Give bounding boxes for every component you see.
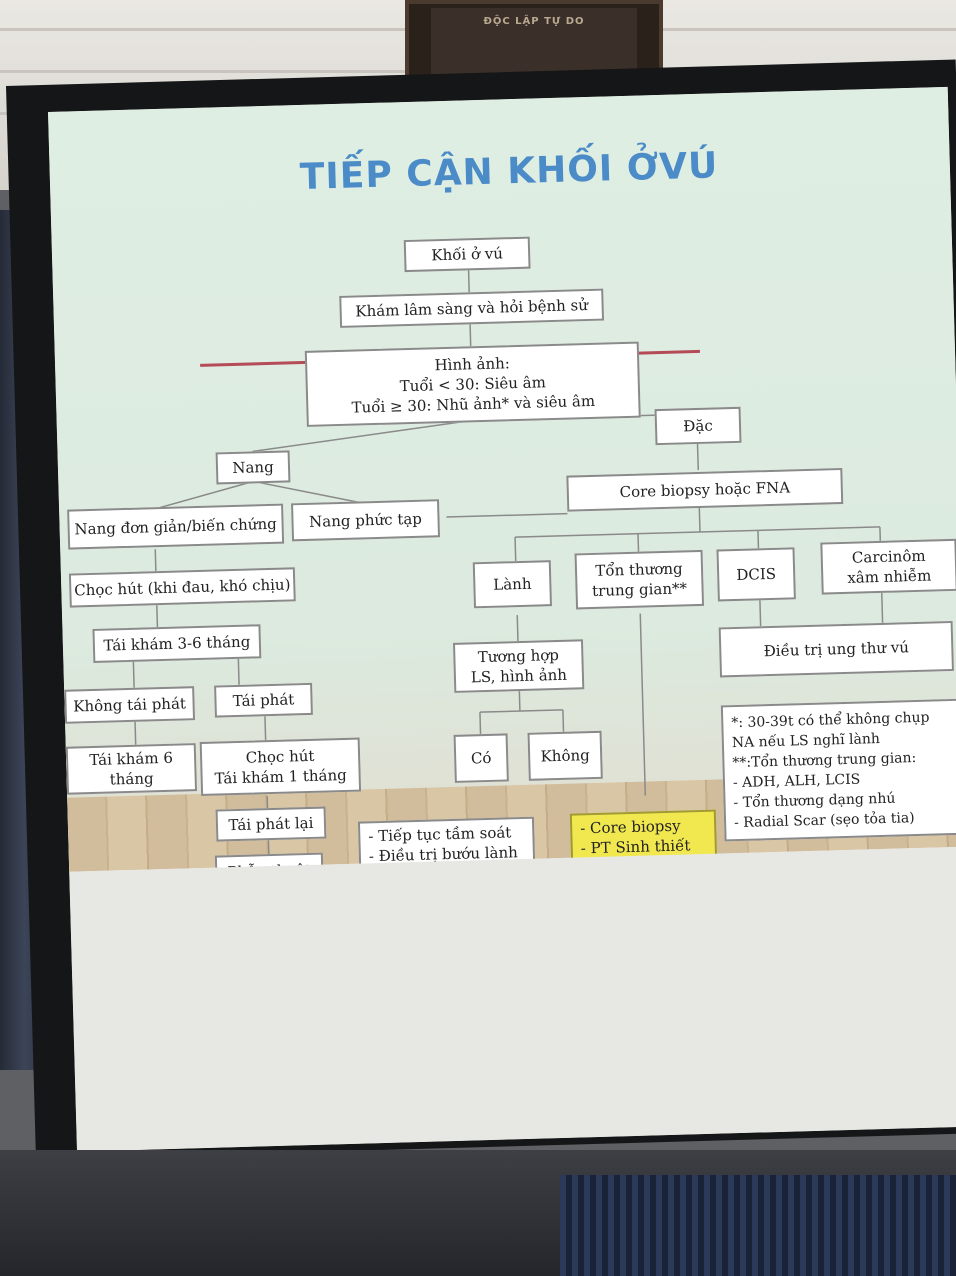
node-nang: Nang [215, 450, 291, 485]
node-co: Có [453, 733, 509, 783]
node-dieu-tri-ung-thu-vu: Điều trị ung thư vú [718, 620, 954, 678]
node-tuong-hop-ls-hinh-anh: Tương hợp LS, hình ảnh [452, 639, 585, 693]
node-tai-phat-lai: Tái phát lại [215, 806, 327, 842]
node-dcis: DCIS [716, 547, 796, 602]
node-lanh: Lành [472, 560, 552, 609]
node-carcinom-xam-nhiem: Carcinôm xâm nhiễm [820, 538, 956, 595]
node-hinh-anh: Hình ảnh: Tuổi < 30: Siêu âm Tuổi ≥ 30: … [304, 341, 641, 427]
node-choc-hut-tai-kham-1-thang: Chọc hút Tái khám 1 tháng [199, 737, 362, 796]
node-core-biopsy-fna: Core biopsy hoặc FNA [566, 467, 844, 512]
node-khong: Không [527, 730, 603, 781]
plaque-text: ĐỘC LẬP TỰ DO [483, 16, 585, 27]
node-choc-hut-khi-dau: Chọc hút (khi đau, khó chịu) [68, 567, 296, 608]
node-khong-tai-phat: Không tái phát [64, 686, 196, 724]
striped-cloth [560, 1175, 956, 1276]
node-tai-kham-6-thang: Tái khám 6 tháng [65, 743, 198, 795]
wall-plaque: ĐỘC LẬP TỰ DO [405, 0, 663, 104]
node-tai-phat: Tái phát [214, 682, 313, 718]
node-dac: Đặc [654, 406, 742, 446]
node-tai-kham-3-6-thang: Tái khám 3-6 tháng [92, 624, 262, 663]
projector-screen: TIẾP CẬN KHỐI ỞVÚ [48, 86, 956, 1152]
projector-screen-blank-area [69, 846, 956, 1152]
node-nang-don-gian: Nang đơn giản/biến chứng [67, 503, 285, 550]
footnote-box: *: 30-39t có thể không chụp NA nếu LS ng… [720, 698, 956, 842]
node-nang-phuc-tap: Nang phức tạp [291, 499, 441, 542]
slide: TIẾP CẬN KHỐI ỞVÚ [48, 86, 956, 890]
node-khoi-o-vu: Khối ở vú [403, 236, 531, 273]
plaque-panel: ĐỘC LẬP TỰ DO [431, 8, 637, 78]
node-ton-thuong-trung-gian: Tổn thương trung gian** [574, 549, 705, 610]
